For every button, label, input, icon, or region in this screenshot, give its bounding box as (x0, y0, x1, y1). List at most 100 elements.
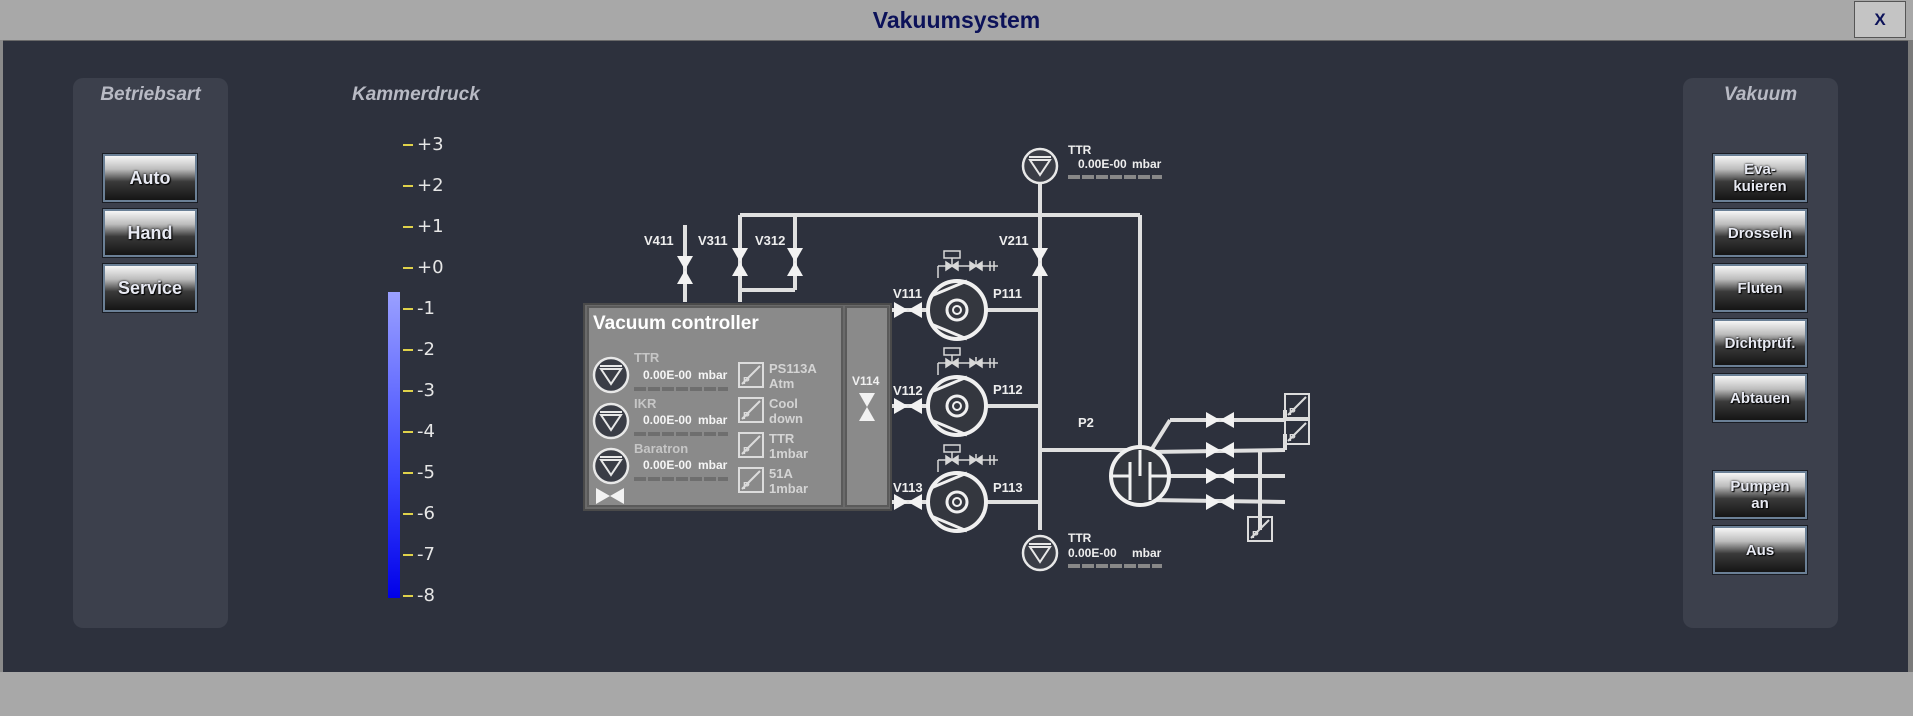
sw-ps113a-l2: Atm (769, 376, 794, 391)
drosseln-button[interactable]: Drosseln (1712, 208, 1808, 258)
tick-dash (403, 431, 413, 433)
sw-ttr-l1: TTR (769, 431, 795, 446)
tick-label: -1 (417, 298, 435, 319)
controller-gauge-baratron-icon[interactable] (592, 447, 630, 485)
tick-label: -2 (417, 339, 435, 360)
hand-button[interactable]: Hand (102, 208, 198, 258)
window-border-right (1908, 40, 1913, 672)
valve-v312-icon[interactable] (787, 248, 803, 276)
valve-p2-2-icon[interactable] (1206, 442, 1234, 458)
cg-ikr-value: 0.00E-00 (643, 413, 692, 427)
cg-ikr-name: IKR (634, 396, 657, 411)
dichtpruef-button[interactable]: Dichtprüf. (1712, 318, 1808, 368)
sw-ps113a-l1: PS113A (769, 361, 817, 376)
label-v411: V411 (644, 233, 674, 248)
gauge-bottom-unit: mbar (1132, 546, 1162, 560)
aus-button[interactable]: Aus (1712, 525, 1808, 575)
tick-label: +3 (417, 134, 444, 155)
vacuum-controller (583, 303, 892, 511)
gauge-ttr-bottom-icon[interactable] (1021, 534, 1059, 572)
label-v312: V312 (755, 233, 785, 248)
valve-v113-icon[interactable] (894, 494, 922, 510)
gauge-bottom-value: 0.00E-00 (1068, 546, 1117, 560)
fluten-label: Fluten (1737, 279, 1783, 297)
pressure-scale-tick: -6 (403, 503, 447, 524)
tick-label: -8 (417, 585, 435, 606)
tick-label: +0 (417, 257, 444, 278)
vakuum-title: Vakuum (1723, 84, 1798, 105)
tick-label: -6 (417, 503, 435, 524)
tick-dash (403, 390, 413, 392)
valve-p2-1-icon[interactable] (1206, 412, 1234, 428)
pressure-scale-tick: -8 (403, 585, 447, 606)
auto-button-label: Auto (129, 167, 171, 188)
valve-v111-icon[interactable] (894, 302, 922, 318)
pump-p112-icon[interactable] (926, 375, 988, 437)
tick-label: -5 (417, 462, 435, 483)
betriebsart-title: Betriebsart (100, 84, 201, 105)
label-v113: V113 (893, 480, 923, 495)
valve-v311-icon[interactable] (732, 248, 748, 276)
gas-ballast-p113-icon (937, 444, 999, 473)
pressure-scale-tick: +0 (403, 257, 447, 278)
abtauen-button[interactable]: Abtauen (1712, 373, 1808, 423)
pressure-switch-1-icon (1284, 393, 1310, 419)
label-v111: V111 (893, 286, 922, 301)
cg-ttr-value: 0.00E-00 (643, 368, 692, 382)
title-bar: Vakuumsystem (0, 0, 1913, 41)
tick-dash (403, 554, 413, 556)
label-v114: V114 (852, 374, 880, 388)
auto-button[interactable]: Auto (102, 153, 198, 203)
pump-p111-icon[interactable] (926, 279, 988, 341)
cg-baratron-value: 0.00E-00 (643, 458, 692, 472)
evakuieren-button[interactable]: Eva- kuieren (1712, 153, 1808, 203)
gauge-ttr-top-icon[interactable] (1021, 147, 1059, 185)
fluten-button[interactable]: Fluten (1712, 263, 1808, 313)
cg-ikr-unit: mbar (698, 413, 728, 427)
tick-dash (403, 349, 413, 351)
pump-p113-icon[interactable] (926, 471, 988, 533)
pressure-scale-tick: -2 (403, 339, 447, 360)
controller-gauge-ttr-icon[interactable] (592, 356, 630, 394)
gauge-bottom-name: TTR (1068, 531, 1092, 545)
label-p113: P113 (993, 480, 1023, 495)
label-p2: P2 (1078, 415, 1094, 430)
label-v311: V311 (698, 233, 728, 248)
pump-p2-icon[interactable] (1109, 445, 1171, 507)
drosseln-label: Drosseln (1727, 224, 1793, 242)
valve-v411-icon[interactable] (677, 256, 693, 284)
pumpen-an-button[interactable]: Pumpen an (1712, 470, 1808, 520)
valve-p2-3-icon[interactable] (1206, 468, 1234, 484)
pressure-switch-2-icon (1284, 419, 1310, 445)
footer-bar (0, 672, 1913, 716)
valve-p2-4-icon[interactable] (1206, 494, 1234, 510)
service-button[interactable]: Service (102, 263, 198, 313)
label-v211: V211 (999, 233, 1029, 248)
evakuieren-label: Eva- kuieren (1733, 161, 1787, 195)
pumpen-an-label: Pumpen an (1730, 478, 1790, 512)
close-button[interactable]: X (1854, 1, 1906, 38)
pressure-scale-tick: -5 (403, 462, 447, 483)
label-v112: V112 (893, 383, 923, 398)
sw-51a-l1: 51A (769, 466, 793, 481)
tick-dash (403, 267, 413, 269)
tick-label: -4 (417, 421, 435, 442)
controller-title: Vacuum controller (593, 313, 759, 334)
tick-label: -7 (417, 544, 435, 565)
window-border-left (0, 40, 3, 672)
tick-dash (403, 513, 413, 515)
sw-51a-l2: 1mbar (769, 481, 808, 496)
pressure-scale-tick: -7 (403, 544, 447, 565)
tick-dash (403, 308, 413, 310)
valve-v211-icon[interactable] (1032, 248, 1048, 276)
valve-v112-icon[interactable] (894, 398, 922, 414)
vakuum-panel: Vakuum Eva- kuieren Drosseln Fluten Dich… (1683, 78, 1838, 628)
controller-gauge-ikr-icon[interactable] (592, 402, 630, 440)
aus-label: Aus (1745, 541, 1775, 559)
kammerdruck-title: Kammerdruck (352, 84, 480, 105)
tick-dash (403, 472, 413, 474)
tick-label: +1 (417, 216, 444, 237)
pressure-scale-tick: +3 (403, 134, 447, 155)
pressure-bar (388, 292, 400, 598)
